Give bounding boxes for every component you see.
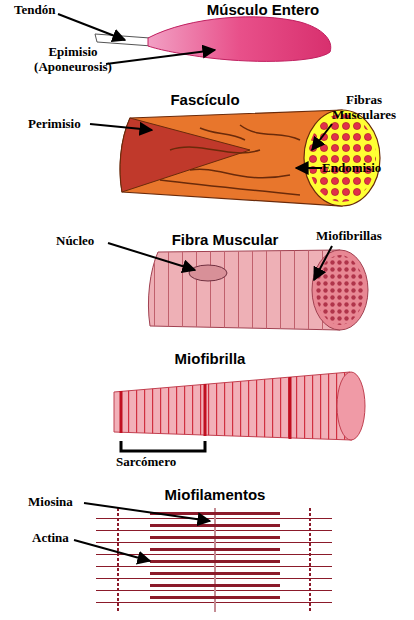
leader-line [84,503,210,521]
part-label: Sarcómero [116,454,211,469]
fascicle-face [304,110,380,206]
part-label: Perimisio [28,116,108,131]
part-label: Fibras Musculares [318,92,410,122]
section-title: Fibra Muscular [160,231,290,248]
part-label: Tendón [14,2,74,17]
fascicle [120,110,380,206]
myofibril-dots [316,255,364,325]
part-label: Epimisio (Aponeurosis) [18,44,128,74]
actin-filaments [96,512,118,608]
z-lines [121,377,290,439]
leader-line [296,167,322,169]
part-label: Endomisio [322,160,402,175]
leader-line [312,124,332,150]
part-label: Miofibrillas [316,228,411,243]
leader-line [90,124,152,130]
part-label: Miosina [28,494,98,509]
muscle-fiber [148,250,368,330]
myofibril [114,372,365,451]
myofibril-face [337,372,365,440]
leader-line [74,540,150,561]
section-title: Miofilamentos [150,486,280,503]
section-title: Fascículo [150,91,260,108]
myofibril-body [114,372,352,440]
fiber-dots [308,114,376,202]
fiber-face [312,250,368,330]
m-line [215,508,216,612]
whole-muscle [95,17,331,62]
leader-lines [58,14,332,561]
leader-line [314,246,332,280]
fiber-body [148,250,340,330]
actin-filaments [216,512,310,608]
part-label: Actina [32,530,92,545]
section-title: Músculo Entero [188,1,338,18]
part-label: Núcleo [56,233,116,248]
section-title: Miofibrilla [150,350,270,367]
leader-line [106,50,215,64]
fiber-striations [148,250,340,330]
myofibril-striations [114,372,352,440]
actin-filaments [118,512,214,608]
fascicle-fibers [160,125,300,195]
actin-filaments [310,512,332,608]
leader-line [58,14,125,40]
myofilaments [96,508,332,612]
nucleus [189,265,227,281]
sarcomere-bracket [121,441,205,451]
